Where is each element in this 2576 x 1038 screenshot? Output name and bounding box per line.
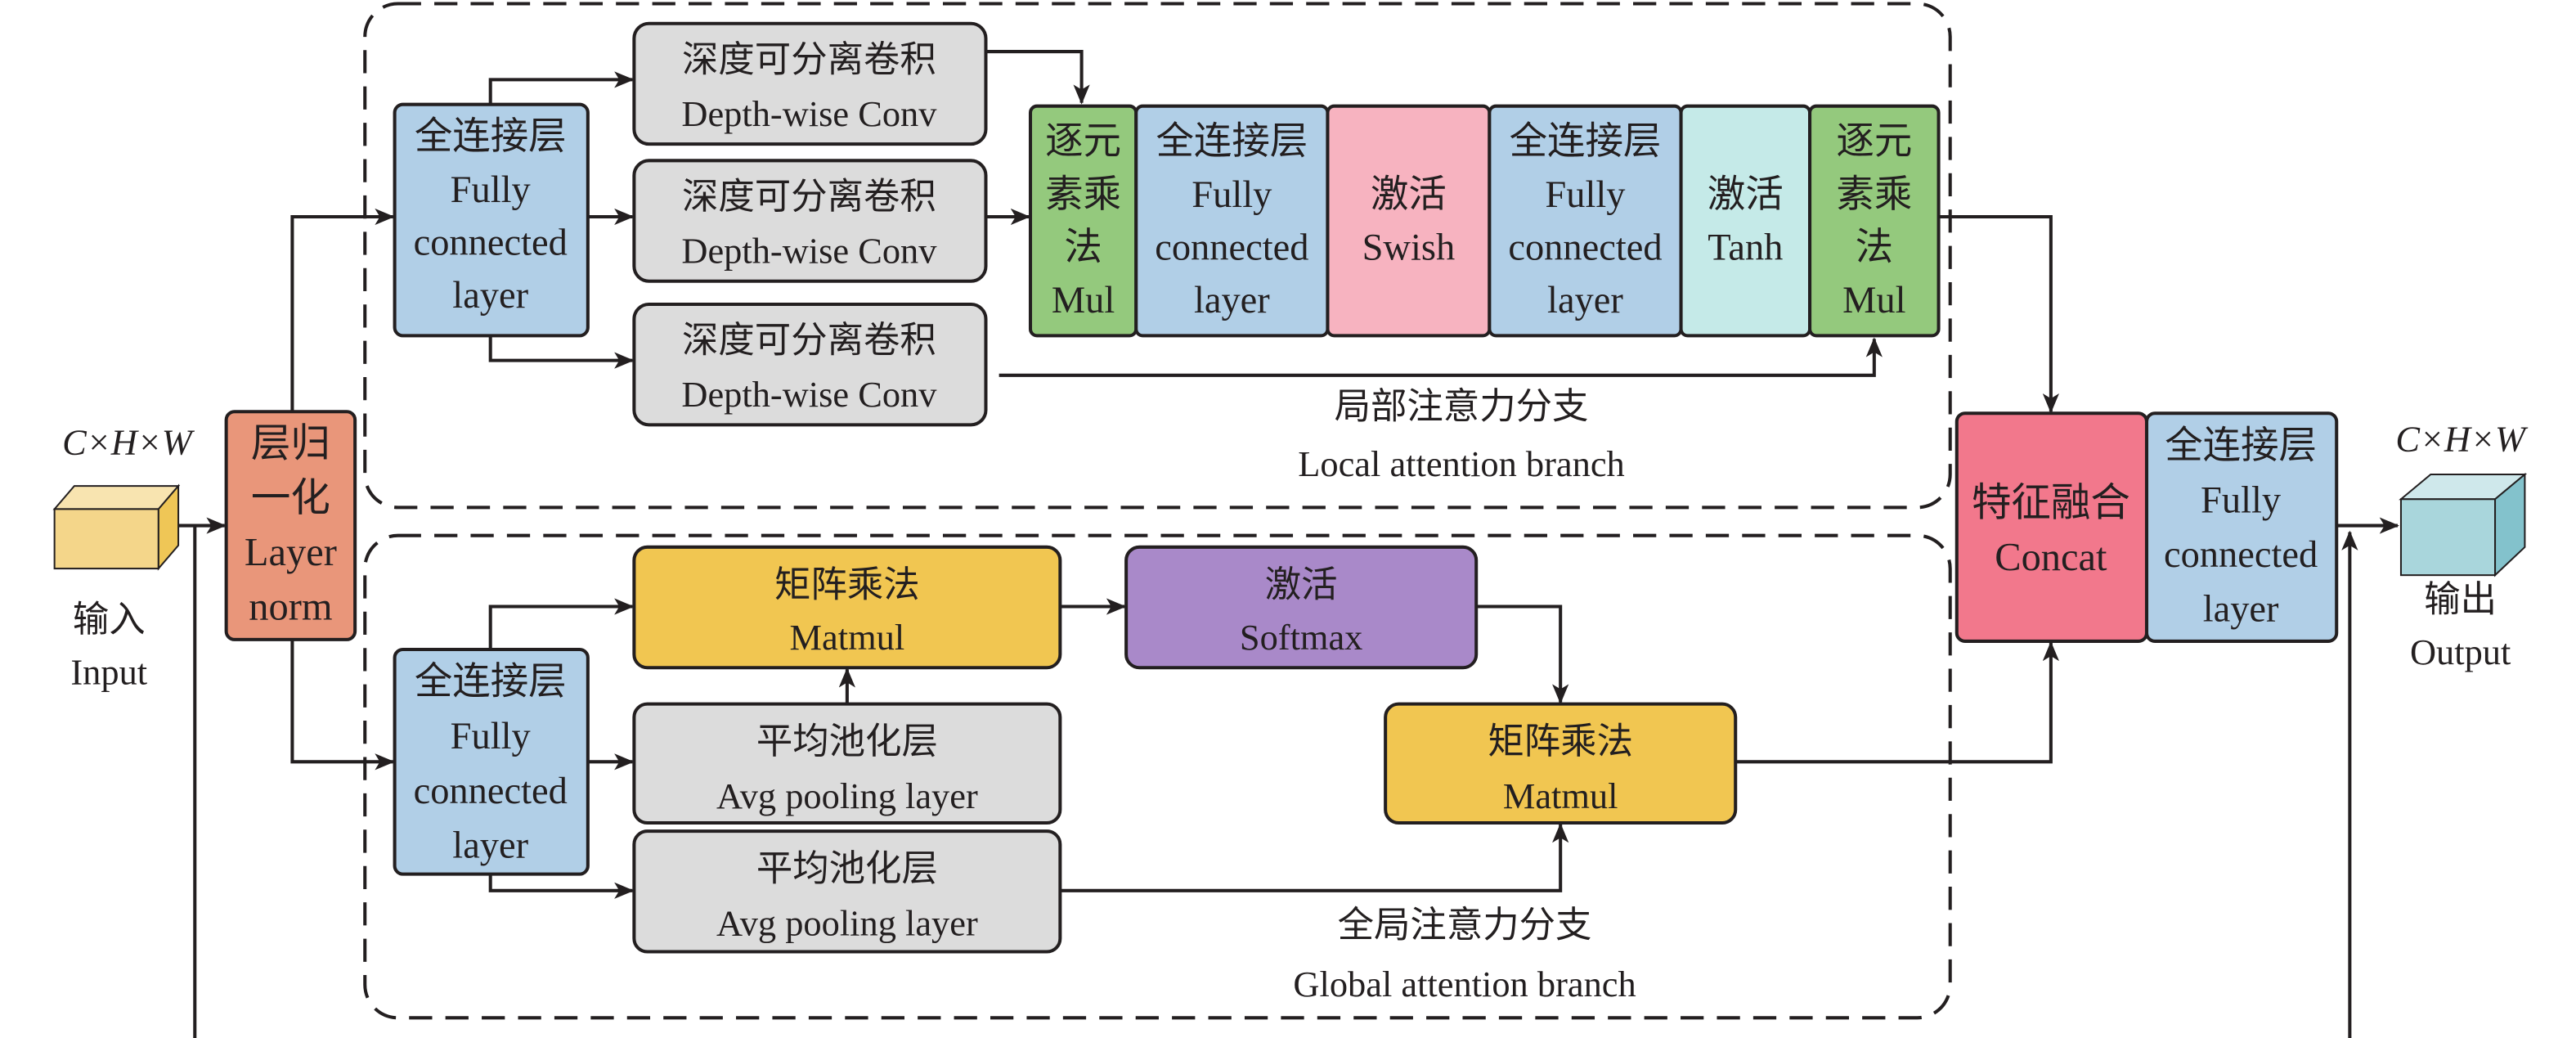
depthwise-conv-cn: 深度可分离卷积 xyxy=(682,320,936,361)
concat-cn: 特征融合 xyxy=(1972,481,2130,524)
global-branch-label-en: Global attention branch xyxy=(1293,964,1636,1004)
local-branch-label-cn: 局部注意力分支 xyxy=(1335,385,1589,426)
local-fc-line: connected xyxy=(414,222,568,263)
depthwise-conv-group: 深度可分离卷积 Depth-wise Conv 深度可分离卷积 Depth-wise … xyxy=(632,21,988,427)
chain-block-label: 激活 xyxy=(1708,174,1784,216)
chain-block-label: 逐元 xyxy=(1836,121,1912,163)
layer-norm-line: norm xyxy=(249,586,332,629)
layer-norm-line: 层归 xyxy=(251,422,330,465)
chain-block-label: 逐元 xyxy=(1045,121,1121,163)
input-label-cn: 输入 xyxy=(73,599,146,640)
softmax-cn: 激活 xyxy=(1265,564,1338,604)
connectors xyxy=(178,50,2399,1038)
softmax-en: Softmax xyxy=(1240,617,1362,658)
global-fc-line: connected xyxy=(414,771,568,812)
matmul-1-cn: 矩阵乘法 xyxy=(774,564,920,604)
matmul-2-cn: 矩阵乘法 xyxy=(1488,721,1633,762)
chain-block-label: layer xyxy=(1547,280,1623,321)
local-branch-container xyxy=(363,2,1952,510)
avgpool-2-en: Avg pooling layer xyxy=(716,902,978,943)
chain-block-label: 法 xyxy=(1856,227,1893,268)
layer-norm-line: Layer xyxy=(245,531,337,574)
matmul-2-en: Matmul xyxy=(1503,775,1618,816)
chain-block-label: layer xyxy=(1194,280,1270,321)
layer-norm-line: 一化 xyxy=(251,476,330,519)
input-cube-icon xyxy=(52,483,181,571)
chain-block-mul xyxy=(1808,104,1941,338)
chain-block-label: Swish xyxy=(1362,227,1456,268)
avgpool-2-cn: 平均池化层 xyxy=(756,848,938,889)
chain-block-swish xyxy=(1326,104,1492,338)
output-fc-line: Fully xyxy=(2201,479,2282,521)
global-fc-label: 全连接层 Fully connected layer xyxy=(414,661,568,867)
depthwise-conv-en: Depth-wise Conv xyxy=(681,93,937,134)
local-fc-line: layer xyxy=(452,275,528,317)
avgpool-1-en: Avg pooling layer xyxy=(716,775,978,816)
chain-block-label: 素乘 xyxy=(1836,174,1912,216)
chain-block-label: Tanh xyxy=(1708,227,1783,268)
chain-block-label: 全连接层 xyxy=(1510,120,1662,163)
local-fc-label: 全连接层 Fully connected layer xyxy=(414,115,568,317)
input-label-en: Input xyxy=(70,651,147,692)
chain-block-label: 全连接层 xyxy=(1156,120,1308,163)
input-dims: C×H×W xyxy=(62,422,195,463)
global-fc-line: 全连接层 xyxy=(415,661,567,703)
concat-block xyxy=(1954,411,2149,643)
matmul-1-en: Matmul xyxy=(790,617,905,658)
global-branch-label-cn: 全局注意力分支 xyxy=(1338,904,1592,945)
output-fc-line: layer xyxy=(2203,589,2279,631)
chain-block-label: 素乘 xyxy=(1045,174,1121,216)
output-label-cn: 输出 xyxy=(2424,579,2497,620)
chain-block-label: connected xyxy=(1155,227,1308,268)
output-cube-icon xyxy=(2399,472,2528,577)
avgpool-1-cn: 平均池化层 xyxy=(756,721,938,762)
output-fc-label: 全连接层 Fully connected layer xyxy=(2164,425,2318,631)
chain-block-label: Fully xyxy=(1545,174,1626,216)
concat-en: Concat xyxy=(1995,536,2107,579)
chain-block-tanh xyxy=(1679,104,1812,338)
depthwise-conv-en: Depth-wise Conv xyxy=(681,231,937,272)
depthwise-conv-cn: 深度可分离卷积 xyxy=(682,176,936,217)
output-dims: C×H×W xyxy=(2395,419,2529,460)
chain-block-label: Mul xyxy=(1842,280,1905,321)
global-branch-container xyxy=(363,533,1952,1020)
depthwise-conv-cn: 深度可分离卷积 xyxy=(682,38,936,79)
chain-block-label: Fully xyxy=(1192,174,1272,216)
chain-block-label: 法 xyxy=(1064,227,1102,268)
global-fc-line: Fully xyxy=(451,716,532,757)
output-label-en: Output xyxy=(2410,631,2511,672)
global-fc-line: layer xyxy=(452,825,528,866)
local-fc-line: Fully xyxy=(451,169,532,211)
output-fc-line: 全连接层 xyxy=(2165,425,2317,467)
output-fc-line: connected xyxy=(2164,534,2318,576)
local-branch-label-en: Local attention branch xyxy=(1298,443,1624,484)
local-fc-line: 全连接层 xyxy=(415,115,567,158)
depthwise-conv-en: Depth-wise Conv xyxy=(681,374,937,415)
chain-block-label: connected xyxy=(1508,227,1662,268)
chain-block-label: Mul xyxy=(1052,280,1115,321)
chain-block-label: 激活 xyxy=(1371,174,1447,216)
